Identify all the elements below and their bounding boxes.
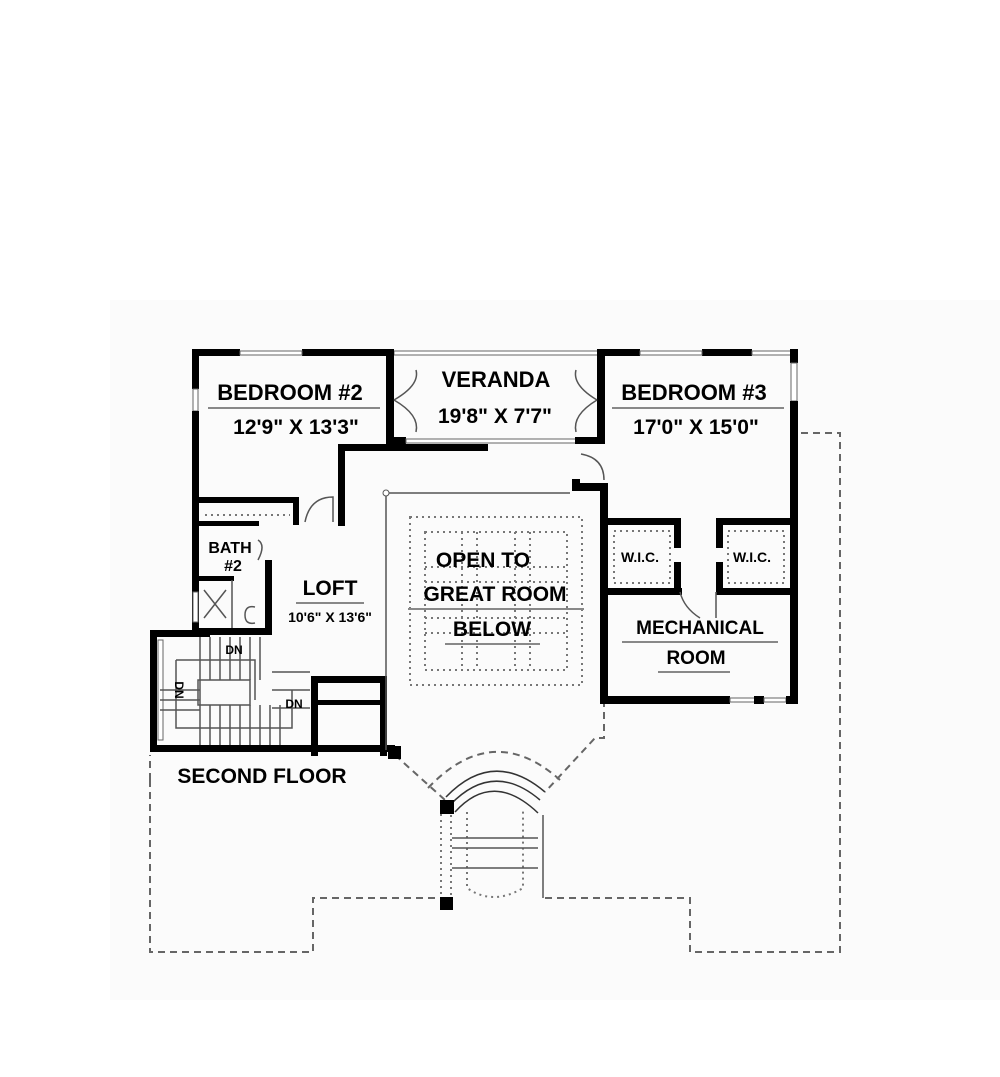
veranda-size: 19'8" X 7'7" xyxy=(438,405,552,428)
loft-name: LOFT xyxy=(303,577,358,600)
door-swings xyxy=(244,369,717,625)
wic-left-label: W.I.C. xyxy=(621,549,659,565)
veranda-name: VERANDA xyxy=(442,367,551,392)
open-to-line3: BELOW xyxy=(453,618,531,641)
loft-size: 10'6" X 13'6" xyxy=(288,609,372,625)
open-to-line2: GREAT ROOM xyxy=(423,583,566,606)
stair-dn-top: DN xyxy=(225,643,242,657)
stair-dn-left: DN xyxy=(172,681,186,698)
column-bottom xyxy=(440,897,453,910)
ceiling-coffer xyxy=(409,516,583,686)
room-labels: BEDROOM #2 12'9" X 13'3" VERANDA 19'8" X… xyxy=(172,367,784,788)
mechanical-line1: MECHANICAL xyxy=(636,618,764,639)
column-top xyxy=(440,800,454,814)
wic-right-label: W.I.C. xyxy=(733,549,771,565)
interior-walls xyxy=(150,489,796,756)
bath2-name: BATH xyxy=(208,540,251,557)
open-to-line1: OPEN TO xyxy=(436,549,530,572)
plan-background-panel xyxy=(110,300,1000,1000)
bedroom2-size: 12'9" X 13'3" xyxy=(233,416,359,439)
bedroom3-size: 17'0" X 15'0" xyxy=(633,416,759,439)
entry-portico xyxy=(388,746,546,910)
bath2-number: #2 xyxy=(224,558,242,575)
floor-title: SECOND FLOOR xyxy=(177,765,346,788)
lower-floor-outline xyxy=(149,432,841,953)
mechanical-line2: ROOM xyxy=(666,648,725,669)
staircase[interactable] xyxy=(160,637,310,745)
stair-dn-right: DN xyxy=(285,697,302,711)
exterior-walls xyxy=(192,349,798,704)
bedroom2-name: BEDROOM #2 xyxy=(217,380,362,405)
bedroom3-name: BEDROOM #3 xyxy=(621,380,766,405)
